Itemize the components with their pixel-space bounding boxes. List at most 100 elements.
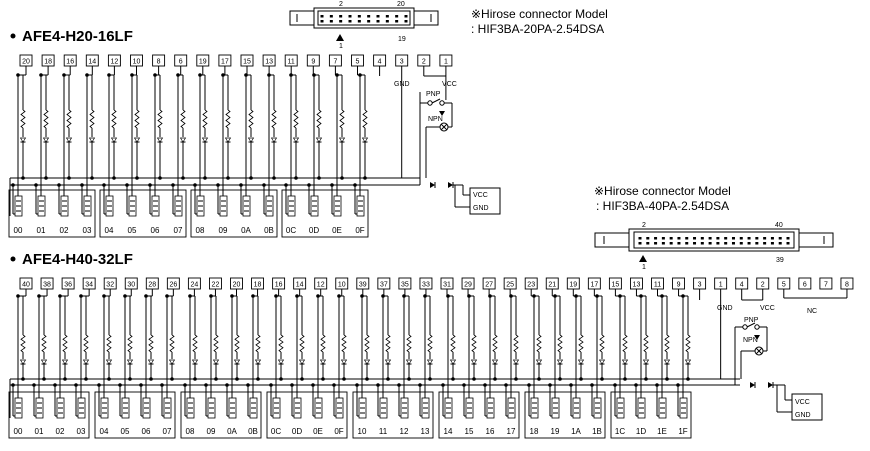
dip-switch bbox=[186, 397, 195, 419]
led-icon bbox=[88, 137, 96, 143]
led-icon bbox=[338, 137, 346, 143]
pin-number: 15 bbox=[243, 59, 251, 66]
address-label: 04 bbox=[105, 226, 114, 235]
resistor-icon bbox=[299, 334, 305, 353]
resistor-icon bbox=[599, 334, 605, 353]
pin-number: 32 bbox=[106, 282, 114, 289]
bottom-output-box bbox=[791, 393, 823, 421]
address-label: 06 bbox=[151, 226, 160, 235]
resistor-icon bbox=[83, 334, 89, 353]
address-label: 04 bbox=[100, 427, 109, 436]
bottom-conn-pin40: 40 bbox=[775, 222, 783, 229]
resistor-icon bbox=[341, 334, 347, 353]
address-label: 0D bbox=[309, 226, 319, 235]
pin-number: 5 bbox=[782, 282, 786, 289]
address-label: 02 bbox=[60, 226, 69, 235]
connector-pin bbox=[716, 242, 720, 245]
address-label: 08 bbox=[196, 226, 205, 235]
resistor-icon bbox=[316, 109, 322, 129]
connector-pin bbox=[786, 237, 790, 240]
connector-pin bbox=[755, 242, 759, 245]
led-icon bbox=[191, 359, 199, 365]
resistor-icon bbox=[213, 334, 219, 353]
bottom-connector-illustration bbox=[594, 228, 834, 252]
resistor-icon bbox=[385, 334, 391, 353]
pin-number: 13 bbox=[265, 59, 273, 66]
resistor-icon bbox=[492, 334, 498, 353]
address-label: 06 bbox=[142, 427, 151, 436]
dip-switch bbox=[249, 397, 258, 419]
led-icon bbox=[449, 359, 457, 365]
pin-number: 36 bbox=[64, 282, 72, 289]
pin-number: 31 bbox=[443, 282, 451, 289]
connector-pin bbox=[638, 237, 642, 240]
pin-number: 28 bbox=[148, 282, 156, 289]
led-icon bbox=[19, 359, 27, 365]
switch-group-box bbox=[8, 189, 96, 238]
pin1-marker-icon bbox=[336, 34, 344, 41]
bottom-vcc-label: VCC bbox=[760, 305, 775, 312]
bottom-connector-pins bbox=[638, 237, 790, 245]
address-label: 1A bbox=[571, 427, 581, 436]
resistor-icon bbox=[234, 334, 240, 353]
resistor-icon bbox=[20, 334, 26, 353]
pin-number: 29 bbox=[464, 282, 472, 289]
led-icon bbox=[340, 359, 348, 365]
connector-pin bbox=[329, 15, 333, 18]
resistor-icon bbox=[578, 334, 584, 353]
dip-switch bbox=[83, 195, 92, 217]
bottom-model-label: ※Hirose connector Model bbox=[594, 184, 731, 198]
pin-number: 23 bbox=[527, 282, 535, 289]
connector-pin bbox=[646, 237, 650, 240]
dip-switch bbox=[105, 195, 114, 217]
bottom-conn-pin2: 2 bbox=[642, 222, 646, 229]
top-title: AFE4-H20-16LF bbox=[22, 28, 133, 45]
connector-pin bbox=[376, 20, 380, 23]
switch-group-box bbox=[524, 391, 606, 439]
connector-pin bbox=[638, 242, 642, 245]
dip-switch bbox=[77, 397, 86, 419]
address-label: 0F bbox=[355, 226, 364, 235]
connector-pin bbox=[778, 237, 782, 240]
dip-switch bbox=[60, 195, 69, 217]
address-label: 0A bbox=[241, 226, 251, 235]
address-label: 12 bbox=[400, 427, 409, 436]
top-model-value: : HIF3BA-20PA-2.54DSA bbox=[471, 22, 604, 36]
pin1-marker-icon bbox=[639, 255, 647, 262]
address-label: 0B bbox=[264, 226, 274, 235]
led-icon bbox=[684, 359, 692, 365]
pin-number: 12 bbox=[317, 282, 325, 289]
dip-switch bbox=[196, 195, 205, 217]
pnp-terminal bbox=[742, 324, 748, 330]
led-icon bbox=[105, 359, 113, 365]
resistor-icon bbox=[450, 334, 456, 353]
pin-number: 13 bbox=[633, 282, 641, 289]
bottom-out-gnd: GND bbox=[795, 412, 811, 419]
address-label: 0C bbox=[286, 226, 296, 235]
top-pnp-label: PNP bbox=[426, 91, 441, 98]
dip-switch bbox=[310, 195, 319, 217]
led-icon bbox=[642, 359, 650, 365]
pin-number: 39 bbox=[359, 282, 367, 289]
resistor-icon bbox=[278, 334, 284, 353]
led-icon bbox=[147, 359, 155, 365]
connector-pin bbox=[348, 15, 352, 18]
address-label: 1D bbox=[636, 427, 646, 436]
led-icon bbox=[384, 359, 392, 365]
switch-group-box bbox=[99, 189, 187, 238]
switch-group-box bbox=[281, 189, 369, 238]
connector-pin bbox=[685, 242, 689, 245]
diode-icon bbox=[430, 182, 435, 188]
dip-switch bbox=[37, 195, 46, 217]
dip-switch bbox=[121, 397, 130, 419]
bottom-out-vcc: VCC bbox=[795, 399, 810, 406]
led-icon bbox=[621, 359, 629, 365]
dip-switch bbox=[151, 195, 160, 217]
top-model-label: ※Hirose connector Model bbox=[471, 7, 608, 21]
bottom-pnp-label: PNP bbox=[744, 317, 759, 324]
pin-number: 16 bbox=[66, 59, 74, 66]
lamp-cross bbox=[440, 123, 448, 131]
dip-switch bbox=[293, 397, 302, 419]
pin-number: 27 bbox=[485, 282, 493, 289]
